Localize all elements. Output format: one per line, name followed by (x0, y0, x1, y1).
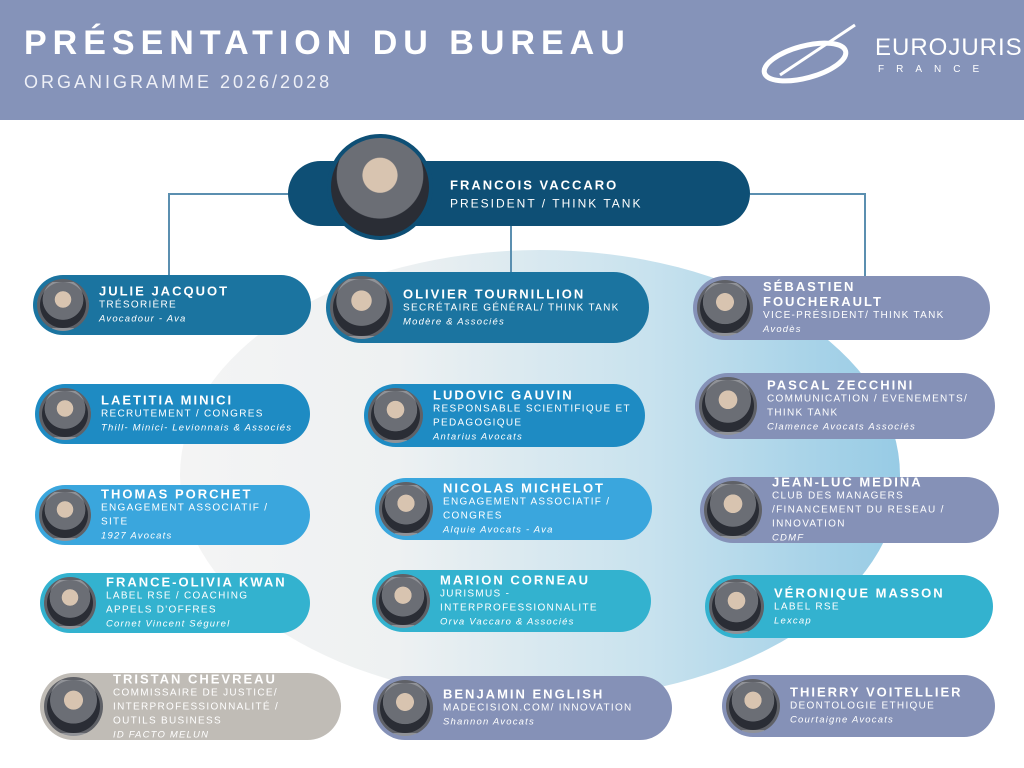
member-role: ENGAGEMENT ASSOCIATIF / CONGRES (443, 496, 611, 522)
member-role: RECRUTEMENT / CONGRES (101, 408, 264, 420)
president-photo (327, 134, 433, 240)
header-banner: PRÉSENTATION DU BUREAU ORGANIGRAMME 2026… (0, 0, 1024, 120)
president-role: PRESIDENT / THINK TANK (450, 196, 643, 210)
member-photo (44, 577, 96, 629)
member-card: FRANCE-OLIVIA KWAN LABEL RSE / COACHING … (40, 573, 310, 633)
member-role: ENGAGEMENT ASSOCIATIF / SITE (101, 502, 269, 528)
member-role: RESPONSABLE SCIENTIFIQUE ET PEDAGOGIQUE (433, 403, 631, 428)
member-name: SÉBASTIEN FOUCHERAULT (763, 279, 883, 309)
member-name: BENJAMIN ENGLISH (443, 686, 605, 702)
member-card: VÉRONIQUE MASSON LABEL RSE Lexcap (705, 575, 993, 638)
member-name: MARION CORNEAU (440, 572, 591, 588)
member-firm: Lexcap (774, 615, 812, 626)
member-name: THIERRY VOITELLIER (790, 684, 963, 700)
member-photo (726, 679, 780, 733)
connector-left (168, 193, 170, 277)
member-photo (377, 680, 433, 736)
member-photo (44, 677, 103, 736)
connector-right (864, 193, 866, 277)
member-photo (368, 388, 423, 443)
member-card: THOMAS PORCHET ENGAGEMENT ASSOCIATIF / S… (35, 485, 310, 545)
member-card: THIERRY VOITELLIER DEONTOLOGIE ETHIQUE C… (722, 675, 995, 737)
member-card: JEAN-LUC MEDINA CLUB DES MANAGERS /FINAN… (700, 477, 999, 543)
member-firm: Shannon Avocats (443, 716, 535, 728)
member-card: TRISTAN CHEVREAU COMMISSAIRE DE JUSTICE/… (40, 673, 341, 740)
page-subtitle: ORGANIGRAMME 2026/2028 (24, 72, 333, 92)
member-photo (704, 481, 762, 539)
page-title: PRÉSENTATION DU BUREAU (24, 24, 631, 62)
member-photo (330, 276, 393, 339)
member-card: NICOLAS MICHELOT ENGAGEMENT ASSOCIATIF /… (375, 478, 652, 540)
member-name: THOMAS PORCHET (101, 486, 253, 502)
eurojuris-logo: EUROJURIS FRANCE (760, 20, 1022, 90)
member-name: PASCAL ZECCHINI (767, 377, 915, 393)
member-card: OLIVIER TOURNILLION SECRÉTAIRE GÉNÉRAL/ … (326, 272, 649, 343)
member-firm: Clamence Avocats Associés (767, 421, 916, 433)
member-card: JULIE JACQUOT TRÉSORIÈRE Avocadour - Ava (33, 275, 311, 335)
member-role: TRÉSORIÈRE (99, 299, 178, 311)
member-firm: Avodès (763, 324, 802, 335)
member-name: JULIE JACQUOT (99, 283, 230, 299)
member-role: LABEL RSE (774, 601, 840, 612)
member-card: MARION CORNEAU JURISMUS - INTERPROFESSIO… (372, 570, 651, 632)
logo-text: EUROJURIS (875, 34, 1023, 61)
member-firm: ID FACTO MELUN (113, 729, 210, 740)
member-name: LAETITIA MINICI (101, 392, 234, 408)
member-name: TRISTAN CHEVREAU (113, 673, 277, 686)
member-photo (39, 388, 91, 440)
member-photo (697, 280, 753, 336)
member-card: PASCAL ZECCHINI COMMUNICATION / EVENEMEN… (695, 373, 995, 439)
member-card: LAETITIA MINICI RECRUTEMENT / CONGRES Th… (35, 384, 310, 444)
member-firm: Antarius Avocats (433, 431, 523, 442)
connector-center (510, 224, 512, 274)
member-photo (376, 574, 430, 628)
member-photo (39, 489, 91, 541)
member-photo (379, 482, 433, 536)
member-role: MADECISION.COM/ INNOVATION (443, 702, 633, 714)
member-firm: Modère & Associés (403, 316, 505, 327)
member-photo (699, 377, 757, 435)
member-card: SÉBASTIEN FOUCHERAULT VICE-PRÉSIDENT/ TH… (693, 276, 990, 340)
member-name: VÉRONIQUE MASSON (774, 585, 945, 600)
president-name: FRANCOIS VACCARO (450, 177, 619, 192)
member-firm: 1927 Avocats (101, 530, 173, 542)
member-role: COMMISSAIRE DE JUSTICE/ INTERPROFESSIONN… (113, 687, 280, 726)
member-firm: Alquie Avocats - Ava (443, 524, 554, 536)
member-role: VICE-PRÉSIDENT/ THINK TANK (763, 310, 945, 321)
member-firm: Cornet Vincent Ségurel (106, 618, 231, 630)
logo-swoosh-icon (761, 23, 856, 84)
member-firm: CDMF (772, 532, 805, 544)
member-role: COMMUNICATION / EVENEMENTS/ THINK TANK (767, 393, 969, 419)
member-name: OLIVIER TOURNILLION (403, 286, 586, 301)
member-role: DEONTOLOGIE ETHIQUE (790, 700, 936, 712)
member-photo (37, 279, 89, 331)
member-card: LUDOVIC GAUVIN RESPONSABLE SCIENTIFIQUE … (364, 384, 645, 447)
member-name: JEAN-LUC MEDINA (772, 477, 923, 490)
member-card: BENJAMIN ENGLISH MADECISION.COM/ INNOVAT… (373, 676, 672, 740)
logo-subtext: FRANCE (878, 64, 992, 75)
member-firm: Courtaigne Avocats (790, 714, 894, 726)
member-firm: Avocadour - Ava (99, 313, 187, 325)
member-role: JURISMUS - INTERPROFESSIONNALITE (440, 588, 598, 614)
member-name: FRANCE-OLIVIA KWAN (106, 574, 287, 590)
connector-right-h (750, 193, 865, 195)
member-firm: Orva Vaccaro & Associés (440, 616, 575, 628)
member-role: LABEL RSE / COACHING APPELS D'OFFRES (106, 590, 249, 616)
member-firm: Thill- Minici- Levionnais & Associés (101, 422, 293, 434)
member-role: SECRÉTAIRE GÉNÉRAL/ THINK TANK (403, 302, 620, 313)
member-role: CLUB DES MANAGERS /FINANCEMENT DU RESEAU… (772, 490, 945, 530)
member-name: NICOLAS MICHELOT (443, 480, 605, 496)
member-photo (709, 579, 764, 634)
connector-left-h (168, 193, 290, 195)
member-name: LUDOVIC GAUVIN (433, 387, 574, 402)
